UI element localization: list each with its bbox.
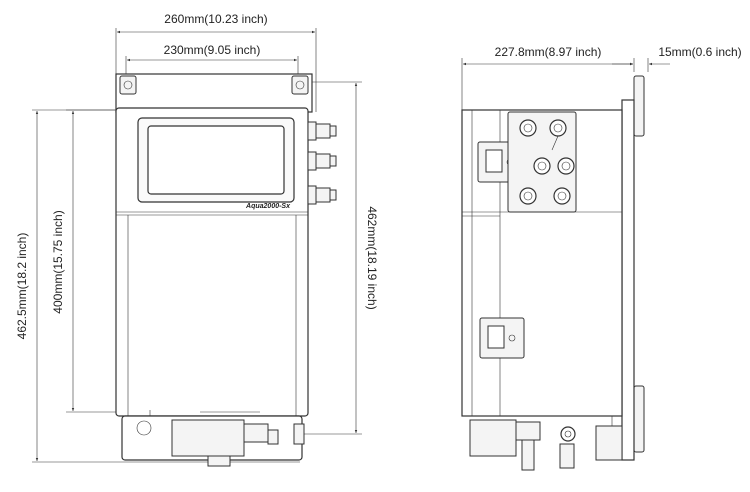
label-height-right: 462mm(18.19 inch) [365, 206, 379, 309]
connector-6 [553, 187, 571, 205]
dimension-depth: 227.8mm(8.97 inch) [461, 45, 635, 114]
cable-gland-2 [307, 151, 337, 171]
cable-gland-3 [307, 185, 337, 205]
connector-5 [519, 187, 537, 205]
connector-2 [549, 119, 567, 137]
label-flange: 15mm(0.6 inch) [658, 45, 741, 59]
side-bottom-fittings [469, 416, 623, 471]
side-view: 227.8mm(8.97 inch) 15mm(0.6 inch) [461, 45, 742, 471]
label-height-inner: 400mm(15.75 inch) [51, 210, 65, 313]
cable-glands [307, 121, 337, 205]
dimension-flange: 15mm(0.6 inch) [612, 45, 742, 72]
dimension-height-inner: 400mm(15.75 inch) [51, 109, 126, 413]
cable-gland-1 [307, 121, 337, 141]
display-screen: Aqua2000-Sx [137, 117, 295, 210]
front-view: 260mm(10.23 inch) 230mm(9.05 inch) 462.5… [15, 12, 379, 467]
connector-4 [557, 157, 575, 175]
label-height-total: 462.5mm(18.2 inch) [15, 233, 29, 340]
label-depth: 227.8mm(8.97 inch) [495, 45, 602, 59]
connector-panel [507, 111, 577, 213]
lower-switch [479, 317, 525, 359]
model-label: Aqua2000-Sx [245, 203, 291, 210]
wall-flange [621, 75, 645, 461]
label-width-inner: 230mm(9.05 inch) [164, 43, 261, 57]
connector-1 [519, 119, 537, 137]
mounting-bracket [115, 73, 313, 113]
dimension-height-right: 462mm(18.19 inch) [304, 81, 379, 435]
label-width-outer: 260mm(10.23 inch) [164, 12, 267, 26]
bottom-base [121, 410, 305, 467]
connector-3 [533, 157, 551, 175]
